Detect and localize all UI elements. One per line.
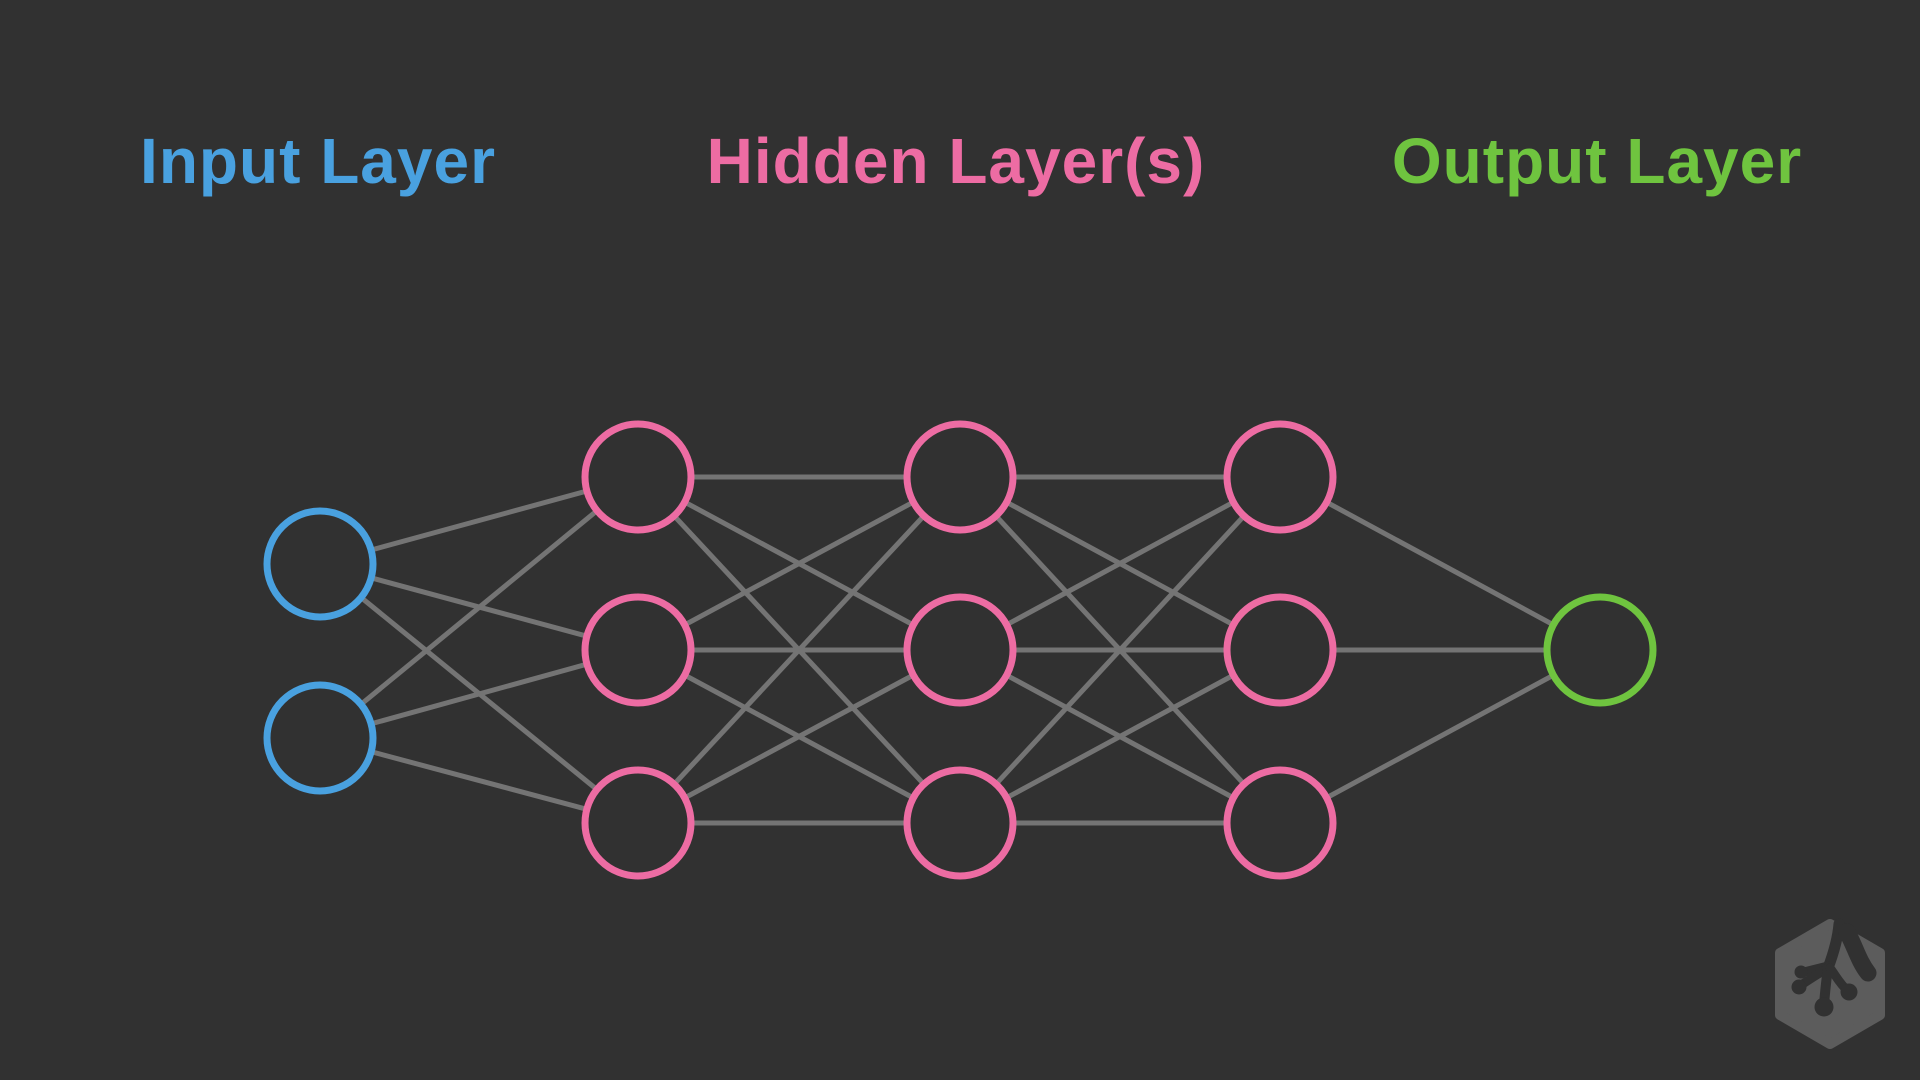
hidden-layer-label: Hidden Layer(s)	[706, 125, 1206, 197]
hidden-layer-3-node	[1223, 766, 1337, 880]
output-layer-label: Output Layer	[1391, 125, 1803, 197]
hidden-layer-3-node	[1223, 593, 1337, 707]
input-layer-node	[263, 507, 377, 621]
network-edge	[958, 647, 1282, 826]
network-edge	[958, 474, 1282, 653]
input-layer-label: Input Layer	[140, 125, 496, 197]
network-edge	[958, 475, 1282, 825]
output-layer-node	[1543, 593, 1657, 707]
network-edge	[636, 474, 962, 653]
hidden-layer-3-node	[1223, 420, 1337, 534]
logo-branch-tips	[1791, 965, 1858, 1017]
treehouse-logo-icon	[1775, 918, 1885, 1049]
hidden-layer-2-node	[903, 420, 1017, 534]
hidden-layer-2-node	[903, 766, 1017, 880]
hidden-layer-1-node	[581, 766, 695, 880]
network-edge	[636, 647, 962, 826]
network-edge	[636, 475, 962, 825]
hidden-layer-1-node	[581, 420, 695, 534]
network-edge	[318, 475, 640, 740]
logo-hexagon-outline	[1775, 919, 1885, 1049]
network-edge	[1278, 647, 1602, 826]
network-edge	[1278, 474, 1602, 653]
input-layer-node	[263, 681, 377, 795]
logo-branch-cutout	[1795, 918, 1877, 1009]
hidden-layer-1-node	[581, 593, 695, 707]
hidden-layer-2-node	[903, 593, 1017, 707]
